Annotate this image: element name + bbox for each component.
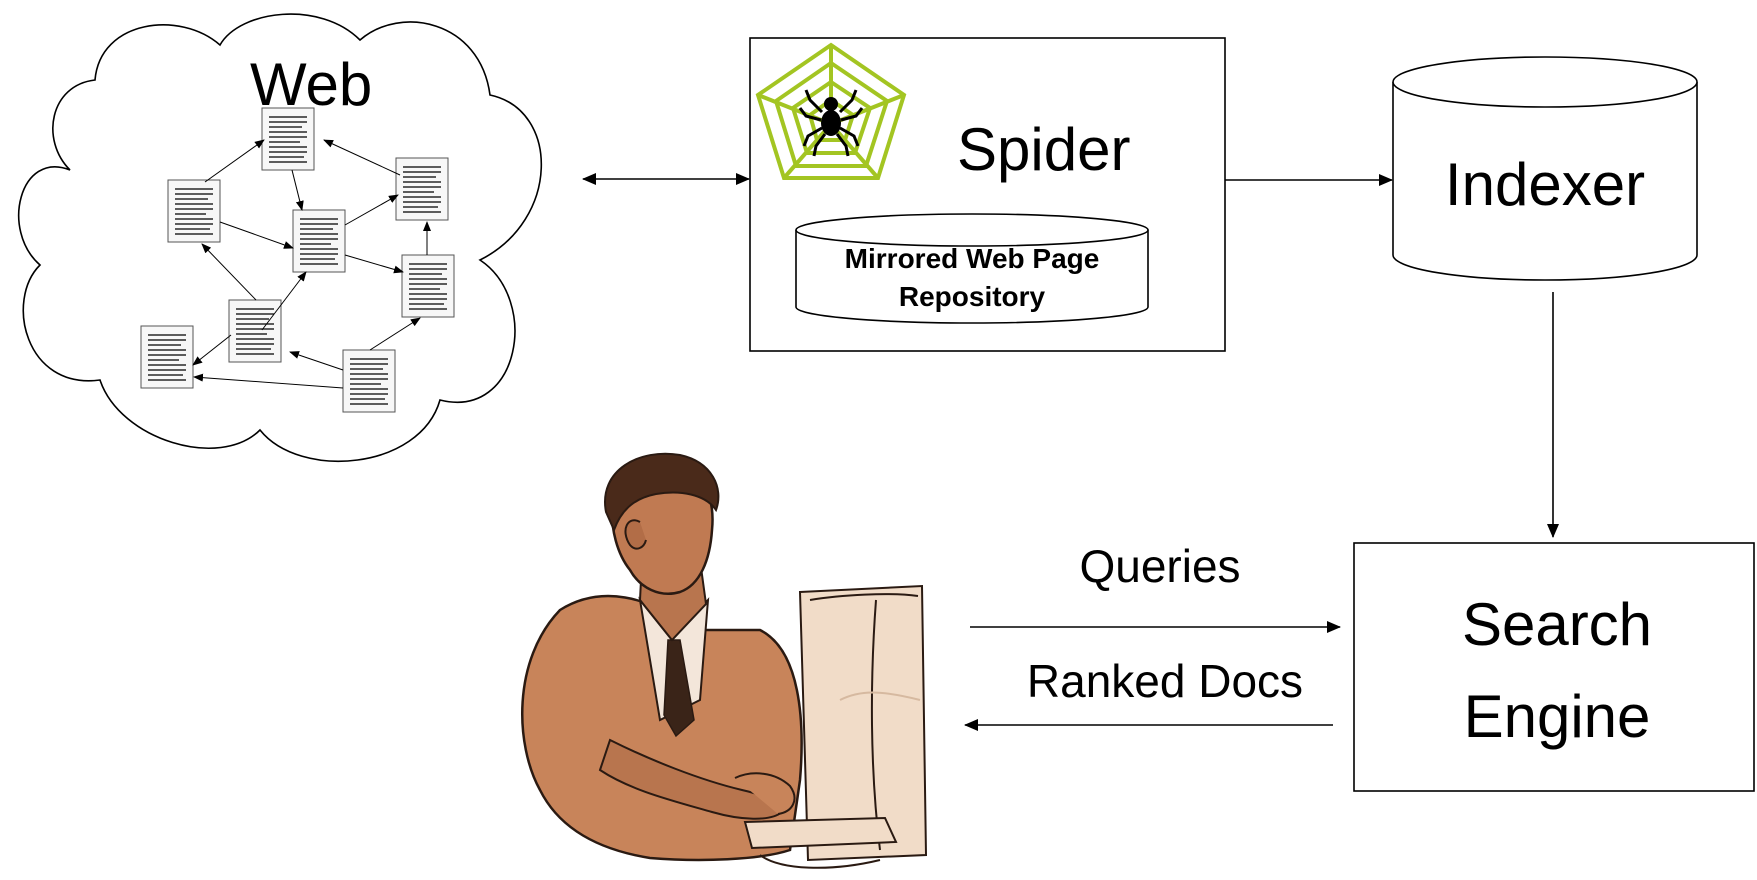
ranked-docs-label: Ranked Docs bbox=[1027, 655, 1303, 707]
web-page-document-icon bbox=[342, 349, 396, 413]
repository-label-line2: Repository bbox=[899, 281, 1046, 312]
spider-icon bbox=[798, 89, 864, 157]
web-page-document-icon bbox=[395, 157, 449, 221]
web-page-graph bbox=[140, 107, 455, 413]
repository-label-line1: Mirrored Web Page bbox=[845, 243, 1100, 274]
web-page-document-icon bbox=[167, 179, 221, 243]
search-engine-box bbox=[1353, 542, 1755, 792]
queries-label: Queries bbox=[1079, 540, 1240, 592]
indexer-label: Indexer bbox=[1445, 151, 1645, 218]
repository-cylinder bbox=[795, 213, 1149, 324]
web-label: Web bbox=[250, 51, 372, 118]
search-engine-label-line1: Search bbox=[1462, 591, 1652, 658]
spider-label: Spider bbox=[957, 116, 1130, 183]
web-page-document-icon bbox=[401, 254, 455, 318]
search-engine-label-line2: Engine bbox=[1464, 683, 1651, 750]
user-at-computer-illustration bbox=[521, 452, 928, 869]
indexer-cylinder bbox=[1392, 56, 1698, 281]
spider-web-icon bbox=[755, 42, 907, 180]
web-page-document-icon bbox=[228, 299, 282, 363]
web-page-document-icon bbox=[140, 325, 194, 389]
web-page-document-icon bbox=[292, 209, 346, 273]
